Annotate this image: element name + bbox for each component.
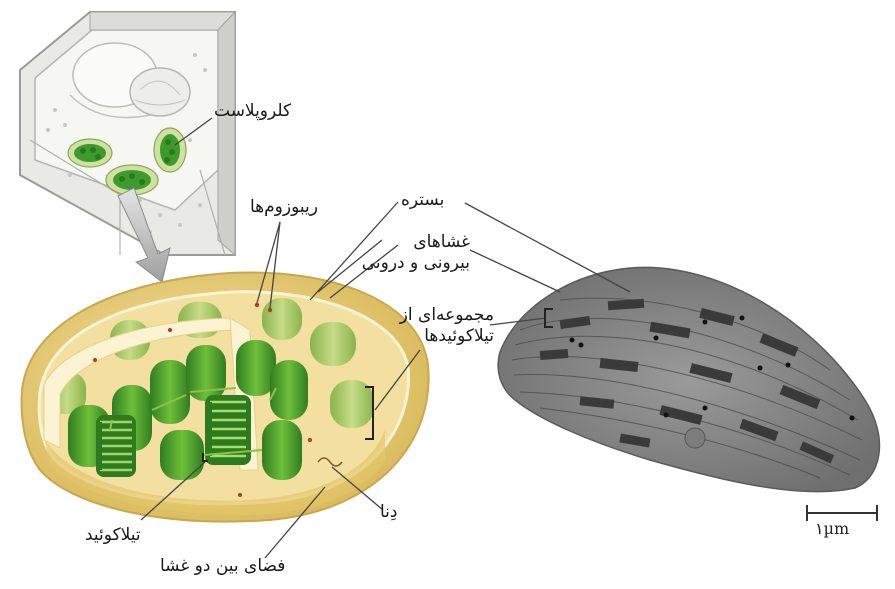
cell-chloroplast (154, 128, 186, 172)
plant-cell-illustration (20, 12, 235, 255)
label-stroma: بستره (401, 190, 444, 211)
label-intermembrane-space: فضای بین دو غشا (160, 556, 285, 577)
label-membranes-line1: غشاهای (344, 232, 470, 253)
chloroplast-cutaway (22, 272, 429, 521)
label-dna: دِنا (380, 502, 397, 523)
electron-micrograph (498, 267, 879, 491)
sectioned-granum (96, 415, 136, 477)
cell-chloroplast (68, 139, 112, 167)
label-stack-line1: مجموعه‌ای از (384, 305, 494, 326)
label-thylakoid: تیلاکوئید (85, 525, 141, 546)
label-stack-line2: تیلاکوئیدها (384, 326, 494, 347)
label-thylakoid-stack: مجموعه‌ای از تیلاکوئیدها (384, 305, 494, 348)
label-chloroplast: کلروپلاست (214, 101, 291, 122)
label-membranes-line2: بیرونی و درونی (344, 253, 470, 274)
scale-bar-label: ۱µm (815, 519, 849, 538)
label-membranes: غشاهای بیرونی و درونی (344, 232, 470, 275)
label-ribosomes: ریبوزوم‌ها (250, 197, 318, 218)
